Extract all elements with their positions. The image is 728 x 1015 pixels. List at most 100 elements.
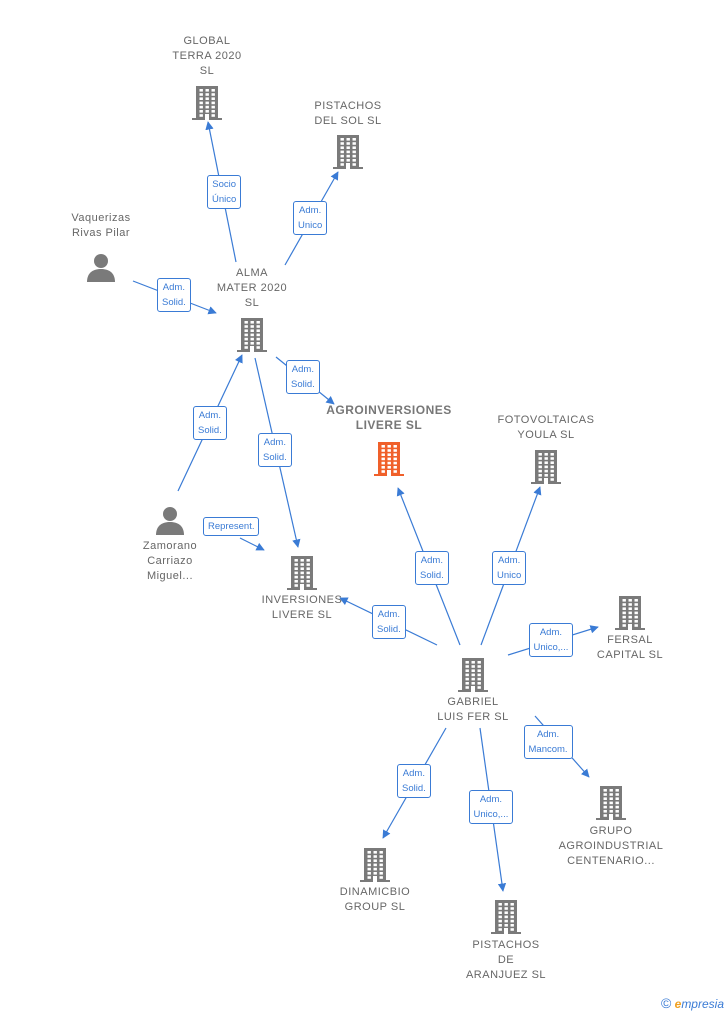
edge-label[interactable]: Represent. — [203, 516, 260, 536]
edge-label-line: Solid. — [162, 297, 186, 308]
edge-label-line: Adm. — [198, 410, 221, 421]
node-label-fotovoltaicas[interactable]: FOTOVOLTAICAS YOULA SL — [466, 413, 626, 443]
edge-label-line: Solid. — [402, 783, 426, 794]
edge-label-line: Solid. — [263, 452, 287, 463]
building-icon — [287, 556, 317, 590]
edge-label-line: Adm. — [539, 627, 563, 638]
building-icon — [360, 848, 390, 882]
edge-label-line: Unico — [298, 220, 323, 231]
edge-label[interactable]: Adm. Solid. — [286, 360, 320, 394]
node-label-line: ALMA — [236, 267, 268, 279]
edge-label-line: Adm. — [291, 364, 314, 375]
node-label-line: GROUP SL — [344, 901, 406, 913]
node-label-line: AGROINVERSIONES — [326, 403, 452, 417]
building-icon — [333, 135, 363, 169]
edge-label-line: Mancom. — [528, 744, 568, 755]
edge-label-line: Adm. — [299, 205, 322, 216]
edge-label[interactable]: Adm. Unico — [293, 201, 328, 235]
node-label-line: MATER 2020 — [216, 282, 288, 294]
node-label-line: AGROINDUSTRIAL — [558, 840, 664, 852]
node-label-fersal[interactable]: FERSAL CAPITAL SL — [550, 633, 710, 663]
edge-label[interactable]: Adm. Solid. — [193, 406, 227, 440]
person-icon — [86, 252, 116, 282]
edge-label-line: Adm. — [479, 794, 503, 805]
node-label-line: LIVERE SL — [271, 609, 333, 621]
empresia-logo: © empresia — [661, 995, 724, 1011]
node-label-line: DINAMICBIO — [339, 886, 411, 898]
node-label-grupo[interactable]: GRUPO AGROINDUSTRIAL CENTENARIO... — [531, 824, 691, 869]
node-label-line: GRUPO — [589, 825, 633, 837]
node-label-line: SL — [199, 65, 215, 77]
node-label-line: LIVERE SL — [355, 418, 423, 432]
edge-label[interactable]: Adm. Solid. — [157, 278, 191, 312]
edge-label[interactable]: Adm. Mancom. — [523, 725, 573, 759]
edge-label-line: Adm. — [536, 729, 560, 740]
person-icon — [155, 505, 185, 535]
building-icon — [192, 86, 222, 120]
node-label-line: SL — [244, 297, 260, 309]
node-label-line: Miguel... — [146, 570, 194, 582]
edge-label-line: Solid. — [198, 425, 222, 436]
edge-label[interactable]: Adm. Solid. — [372, 605, 406, 639]
building-icon — [491, 900, 521, 934]
node-label-pistachos-sol[interactable]: PISTACHOS DEL SOL SL — [268, 99, 428, 129]
node-label-line: FOTOVOLTAICAS — [497, 414, 595, 426]
edge-label-line: Adm. — [263, 437, 286, 448]
building-icon — [458, 658, 488, 692]
edge-label-line: Socio — [212, 179, 237, 190]
edge-label[interactable]: Adm. Unico,... — [468, 790, 514, 824]
node-label-line: PISTACHOS — [314, 100, 382, 112]
edge-label-line: Solid. — [377, 624, 401, 635]
edge-label[interactable]: Adm. Solid. — [397, 764, 431, 798]
node-label-dinamicbio[interactable]: DINAMICBIO GROUP SL — [295, 885, 455, 915]
building-icon — [531, 450, 561, 484]
node-label-line: PISTACHOS — [472, 939, 540, 951]
edge-label-line: Represent. — [208, 520, 255, 532]
node-label-line: CENTENARIO... — [567, 855, 655, 867]
edge-label-line: Unico,... — [473, 809, 509, 820]
building-icon — [374, 442, 404, 476]
node-label-line: DE — [497, 954, 515, 966]
brand-initial: e — [674, 997, 682, 1011]
node-label-line: Zamorano — [142, 540, 198, 552]
node-label-line: ARANJUEZ SL — [465, 969, 547, 981]
edge-zamorano-to-inversiones — [239, 537, 265, 551]
node-label-line: FERSAL — [607, 634, 653, 646]
edge-label-line: Adm. — [402, 768, 425, 779]
node-label-gabriel[interactable]: GABRIEL LUIS FER SL — [393, 695, 553, 725]
node-label-line: DEL SOL SL — [314, 115, 382, 127]
building-icon — [615, 596, 645, 630]
node-label-line: LUIS FER SL — [437, 711, 509, 723]
edge-label-line: Adm. — [162, 282, 185, 293]
node-label-line: YOULA SL — [517, 429, 575, 441]
node-label-line: Carriazo — [147, 555, 193, 567]
node-label-line: CAPITAL SL — [596, 649, 664, 661]
node-label-line: Rivas Pilar — [71, 227, 131, 239]
edge-label-line: Unico,... — [533, 642, 569, 653]
node-label-line: TERRA 2020 — [172, 50, 242, 62]
node-label-line: GLOBAL — [183, 35, 231, 47]
node-label-line: Vaquerizas — [71, 212, 131, 224]
edge-label[interactable]: Adm. Solid. — [415, 551, 449, 585]
edge-label-line: Adm. — [420, 555, 443, 566]
edge-label-line: Adm. — [498, 555, 521, 566]
edge-label-line: Adm. — [377, 609, 400, 620]
edge-label-line: Único — [212, 194, 237, 205]
edge-label-line: Solid. — [420, 570, 444, 581]
brand-name: mpresia — [681, 997, 724, 1011]
edge-label-line: Unico — [497, 570, 522, 581]
edge-label[interactable]: Adm. Unico,... — [528, 623, 574, 657]
node-label-line: INVERSIONES — [261, 594, 343, 606]
edge-label-line: Solid. — [291, 379, 315, 390]
node-label-pistachos-aranjuez[interactable]: PISTACHOS DE ARANJUEZ SL — [426, 938, 586, 983]
node-label-inversiones[interactable]: INVERSIONES LIVERE SL — [222, 593, 382, 623]
edge-label[interactable]: Adm. Solid. — [258, 433, 292, 467]
edge-label[interactable]: Adm. Unico — [492, 551, 527, 585]
node-label-line: GABRIEL — [447, 696, 499, 708]
